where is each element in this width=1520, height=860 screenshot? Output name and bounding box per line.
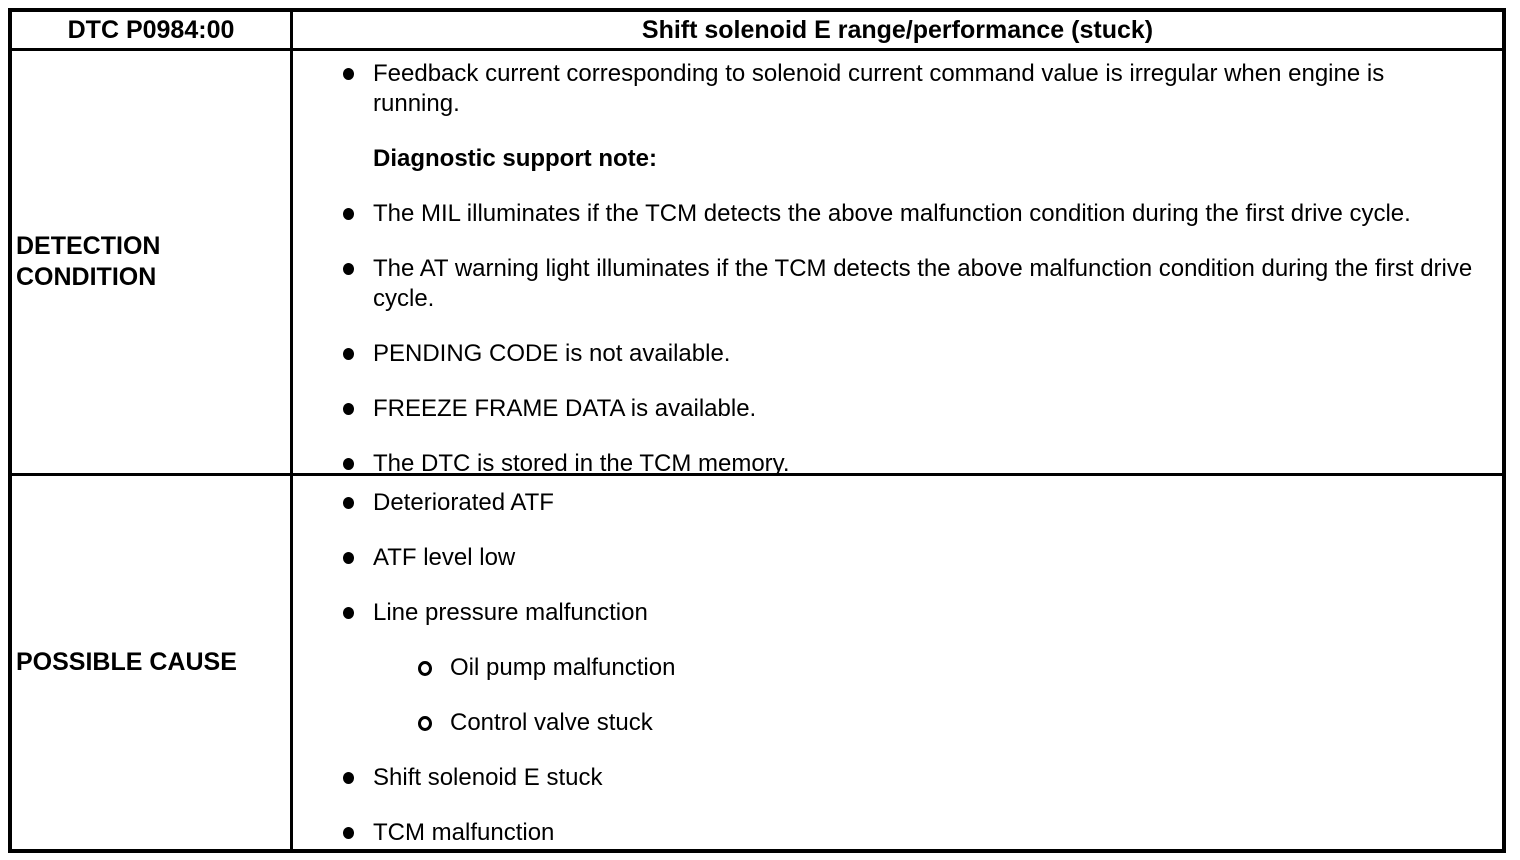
dtc-table: DTC P0984:00 Shift solenoid E range/perf… bbox=[8, 8, 1506, 853]
detection-condition-label-cell: DETECTION CONDITION bbox=[12, 51, 293, 476]
list-item-text: The MIL illuminates if the TCM detects t… bbox=[373, 200, 1411, 227]
list-item: Feedback current corresponding to soleno… bbox=[293, 59, 1502, 119]
list-item: TCM malfunction bbox=[293, 818, 1502, 848]
bullet-filled-icon bbox=[343, 449, 373, 470]
list-item-text: FREEZE FRAME DATA is available. bbox=[373, 395, 757, 422]
bullet-filled-icon bbox=[343, 254, 373, 275]
list-item: Line pressure malfunction bbox=[293, 598, 1502, 628]
dtc-title-cell: Shift solenoid E range/performance (stuc… bbox=[293, 12, 1502, 51]
bullet-filled-icon bbox=[343, 68, 354, 80]
list-item: ATF level low bbox=[293, 543, 1502, 573]
row-label: POSSIBLE CAUSE bbox=[16, 648, 237, 676]
list-item: The DTC is stored in the TCM memory. bbox=[293, 449, 1502, 476]
dtc-title: Shift solenoid E range/performance (stuc… bbox=[641, 15, 1154, 44]
dtc-code: DTC P0984:00 bbox=[67, 15, 235, 44]
bullet-filled-icon bbox=[343, 208, 354, 220]
list-item: Deteriorated ATF bbox=[293, 488, 1502, 518]
bullet-filled-icon bbox=[343, 607, 354, 619]
bullet-filled-icon bbox=[343, 598, 373, 619]
list-item: The AT warning light illuminates if the … bbox=[293, 254, 1502, 314]
bullet-open-icon bbox=[418, 661, 432, 676]
list-item-text: Shift solenoid E stuck bbox=[373, 764, 603, 791]
bullet-filled-icon bbox=[343, 458, 354, 470]
bullet-filled-icon bbox=[343, 552, 354, 564]
bullet-filled-icon bbox=[343, 348, 354, 360]
sub-list-item: Control valve stuck bbox=[293, 708, 1502, 738]
bullet-filled-icon bbox=[343, 763, 373, 784]
list-item: FREEZE FRAME DATA is available. bbox=[293, 394, 1502, 424]
list-item: The MIL illuminates if the TCM detects t… bbox=[293, 199, 1502, 229]
bullet-filled-icon bbox=[343, 827, 354, 839]
note-heading: Diagnostic support note: bbox=[293, 144, 1502, 174]
list-item-text: The AT warning light illuminates if the … bbox=[373, 255, 1473, 312]
list-item-text: TCM malfunction bbox=[373, 819, 555, 846]
list-item-text: The DTC is stored in the TCM memory. bbox=[373, 450, 790, 476]
list-item-text: Diagnostic support note: bbox=[373, 145, 657, 172]
bullet-filled-icon bbox=[343, 394, 373, 415]
list-item-text: Feedback current corresponding to soleno… bbox=[373, 60, 1385, 117]
list-item-text: Deteriorated ATF bbox=[373, 489, 554, 516]
bullet-filled-icon bbox=[343, 543, 373, 564]
list-item-text: Line pressure malfunction bbox=[373, 599, 648, 626]
bullet-open-icon bbox=[418, 708, 450, 731]
list-item-text: Control valve stuck bbox=[450, 709, 653, 736]
list-item-text: PENDING CODE is not available. bbox=[373, 340, 731, 367]
list-item-text: Oil pump malfunction bbox=[450, 654, 676, 681]
bullet-filled-icon bbox=[343, 497, 354, 509]
bullet-open-icon bbox=[418, 653, 450, 676]
bullet-filled-icon bbox=[343, 818, 373, 839]
bullet-open-icon bbox=[418, 716, 432, 731]
bullet-filled-icon bbox=[343, 403, 354, 415]
bullet-filled-icon bbox=[343, 488, 373, 509]
bullet-filled-icon bbox=[343, 199, 373, 220]
list-item: Shift solenoid E stuck bbox=[293, 763, 1502, 793]
dtc-code-cell: DTC P0984:00 bbox=[12, 12, 293, 51]
bullet-filled-icon bbox=[343, 772, 354, 784]
bullet-filled-icon bbox=[343, 263, 354, 275]
list-item-text: ATF level low bbox=[373, 544, 516, 571]
bullet-filled-icon bbox=[343, 339, 373, 360]
row-label: DETECTION CONDITION bbox=[16, 232, 161, 291]
bullet-filled-icon bbox=[343, 59, 373, 80]
sub-list-item: Oil pump malfunction bbox=[293, 653, 1502, 683]
detection-condition-content-cell: Feedback current corresponding to soleno… bbox=[293, 51, 1502, 476]
possible-cause-label-cell: POSSIBLE CAUSE bbox=[12, 476, 293, 849]
list-item: PENDING CODE is not available. bbox=[293, 339, 1502, 369]
